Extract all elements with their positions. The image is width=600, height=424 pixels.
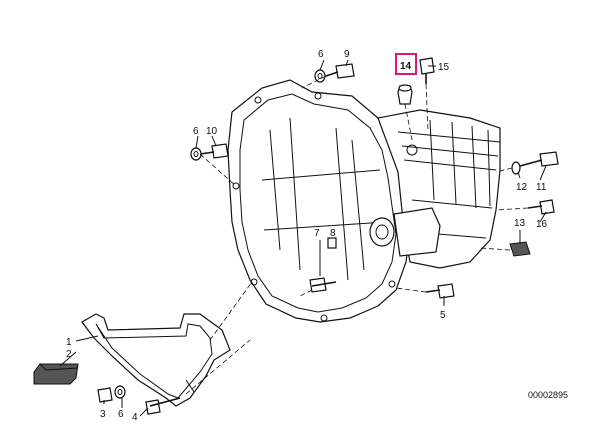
callout-16[interactable]: 16 xyxy=(536,219,548,230)
leader-lines xyxy=(59,59,547,417)
hex-bolt-10[interactable] xyxy=(199,143,229,159)
hex-bolt-9[interactable] xyxy=(325,63,355,79)
washer-6-left[interactable] xyxy=(190,147,202,161)
drain-plug-13[interactable] xyxy=(509,241,531,257)
callout-14[interactable]: 14 xyxy=(400,61,412,72)
washer-6-bottom[interactable] xyxy=(114,385,126,399)
nut-3[interactable] xyxy=(97,387,113,403)
dust-cover-plate[interactable] xyxy=(81,313,231,407)
drawing-number: 00002895 xyxy=(528,390,568,400)
assembly-dash-lines xyxy=(185,75,529,395)
reverse-light-switch-15[interactable] xyxy=(419,57,435,84)
stud-7[interactable] xyxy=(309,277,337,293)
callout-4[interactable]: 4 xyxy=(132,412,138,423)
highlight-box xyxy=(395,53,417,75)
rubber-block[interactable] xyxy=(33,363,79,385)
callout-13[interactable]: 13 xyxy=(514,218,526,229)
callout-6-left[interactable]: 6 xyxy=(193,126,199,137)
transmission-housing[interactable] xyxy=(227,79,501,323)
callout-2[interactable]: 2 xyxy=(66,349,72,360)
hex-bolt-4[interactable] xyxy=(145,397,181,415)
washer-12[interactable] xyxy=(511,161,521,175)
callout-1[interactable]: 1 xyxy=(66,337,72,348)
callout-6-top[interactable]: 6 xyxy=(318,49,324,60)
breather-plug-14[interactable] xyxy=(397,84,413,105)
callout-8[interactable]: 8 xyxy=(330,228,336,239)
hex-bolt-11[interactable] xyxy=(519,151,559,167)
callout-15[interactable]: 15 xyxy=(438,62,450,73)
dowel-8[interactable] xyxy=(327,237,337,249)
callout-3[interactable]: 3 xyxy=(100,409,106,420)
callout-9[interactable]: 9 xyxy=(344,49,350,60)
callout-7[interactable]: 7 xyxy=(314,228,320,239)
callout-5[interactable]: 5 xyxy=(440,310,446,321)
callout-6-bottom[interactable]: 6 xyxy=(118,409,124,420)
hex-bolt-16[interactable] xyxy=(527,199,555,215)
washer-6-top[interactable] xyxy=(314,69,326,83)
callout-11[interactable]: 11 xyxy=(536,182,547,193)
callout-12[interactable]: 12 xyxy=(516,182,528,193)
hex-bolt-5[interactable] xyxy=(425,283,455,299)
callout-10[interactable]: 10 xyxy=(206,126,218,137)
